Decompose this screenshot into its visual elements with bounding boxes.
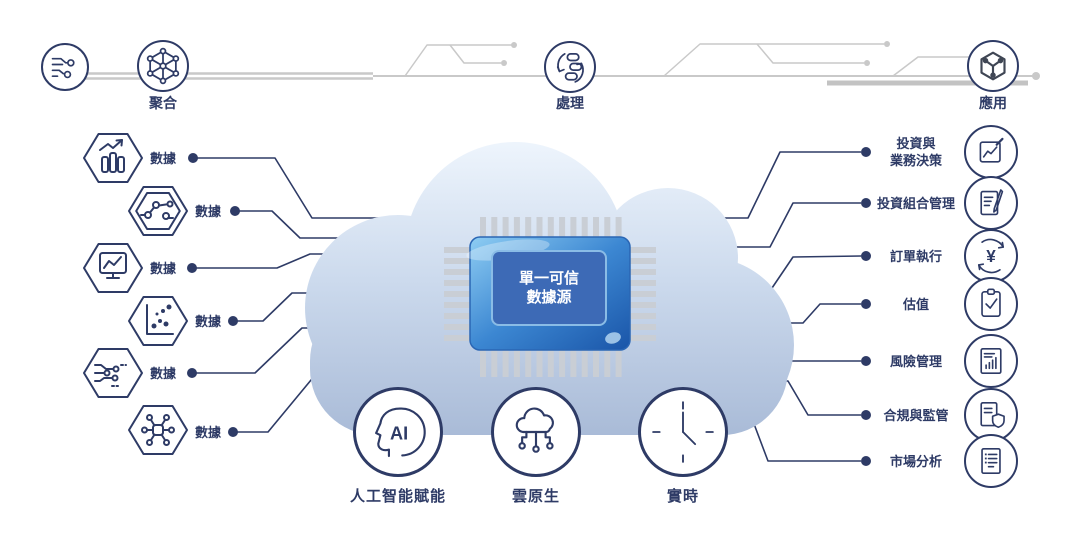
- ai-icon-text: AI: [390, 423, 408, 443]
- feature-label-cloud-native: 雲原生: [511, 488, 560, 505]
- connected-nodes-icon: [126, 183, 190, 239]
- feature-label-realtime: 實時: [666, 488, 699, 505]
- data-label: 數據: [149, 366, 176, 381]
- app-label-valuation: 估值: [902, 296, 929, 312]
- app-label-compliance: 合規與監管: [883, 407, 949, 423]
- circuit-icon: [41, 43, 89, 91]
- network-hexagon-icon: [137, 40, 189, 92]
- application-hexagon-icon: [967, 40, 1019, 92]
- report-chart-icon: [964, 334, 1018, 388]
- app-label-risk-management: 風險管理: [889, 353, 942, 369]
- bar-chart-growth-icon: [81, 130, 145, 186]
- data-label: 數據: [194, 425, 221, 440]
- stage-label-application: 應用: [979, 95, 1007, 111]
- stage-label-processing: 處理: [556, 95, 584, 111]
- document-pencil-icon: [964, 176, 1018, 230]
- cloud-network-icon: [491, 387, 581, 477]
- app-label-investment-decisions: 投資與 業務決策: [889, 136, 942, 168]
- process-cycle-icon: [544, 41, 596, 93]
- data-label: 數據: [194, 314, 221, 329]
- data-label: 數據: [149, 151, 176, 166]
- chip-label: 單一可信 數據源: [518, 270, 579, 306]
- app-label-market-analysis: 市場分析: [889, 453, 942, 469]
- app-label-order-execution: 訂單執行: [889, 248, 942, 264]
- ai-head-icon: AI: [353, 387, 443, 477]
- scatter-plot-icon: [126, 293, 190, 349]
- monitor-chart-icon: [81, 240, 145, 296]
- clock-icon: [638, 387, 728, 477]
- feature-label-ai: 人工智能賦能: [349, 488, 446, 505]
- cpu-chip: [444, 217, 656, 377]
- pcb-traces-icon: [81, 345, 145, 401]
- data-label: 數據: [149, 261, 176, 276]
- yen-icon-text: ¥: [986, 247, 996, 266]
- stage-label-aggregation: 聚合: [149, 95, 177, 111]
- document-list-icon: [964, 434, 1018, 488]
- yen-cycle-icon: ¥: [964, 229, 1018, 283]
- data-label: 數據: [194, 204, 221, 219]
- clipboard-check-icon: [964, 277, 1018, 331]
- app-label-portfolio-management: 投資組合管理: [876, 195, 955, 211]
- molecule-hub-icon: [126, 402, 190, 458]
- chart-pencil-icon: [964, 125, 1018, 179]
